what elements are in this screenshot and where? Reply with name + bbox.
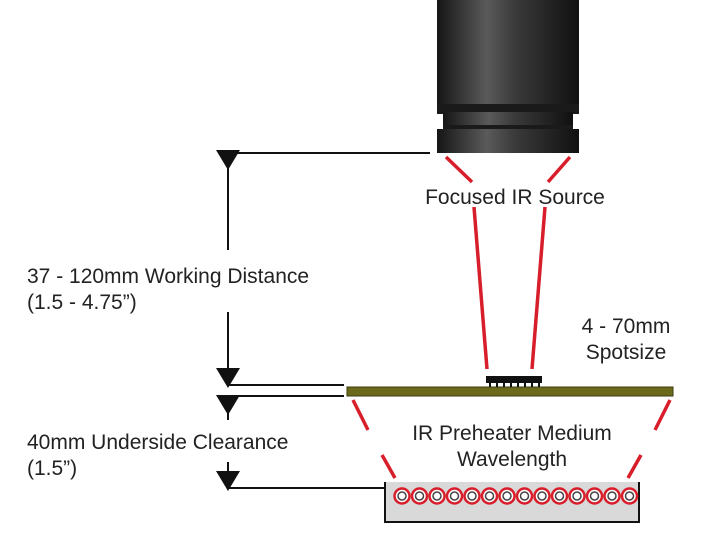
heater-coil — [410, 487, 429, 505]
heater-coil-core — [572, 491, 582, 501]
heater-coil — [550, 487, 569, 505]
heater-coil — [585, 487, 604, 505]
heater-coil-core — [449, 491, 460, 501]
clearance-dimension — [216, 395, 388, 491]
heater-coil-core — [537, 491, 547, 501]
heater-coil — [393, 487, 411, 505]
chip-component-icon — [486, 376, 542, 387]
heater-coil — [463, 487, 481, 505]
heater-coil — [603, 487, 621, 505]
heater-coil — [515, 487, 534, 505]
heater-coil-core — [519, 491, 530, 501]
spotsize-label: Spotsize — [586, 341, 667, 364]
working-distance-inches: (1.5 - 4.75”) — [27, 291, 137, 314]
preheater-beam — [351, 399, 672, 479]
heater-coil-core — [502, 491, 512, 501]
heater-coil-core — [589, 491, 600, 501]
working-distance-label: 37 - 120mm Working Distance — [27, 265, 309, 288]
ir-source-icon — [437, 0, 579, 153]
heater-coil — [533, 487, 551, 505]
heater-coil — [498, 487, 516, 505]
heater-element-row-icon — [393, 487, 639, 505]
heater-coil-core — [432, 491, 442, 501]
heater-coil-core — [554, 491, 565, 501]
heater-coil-core — [467, 491, 477, 501]
heater-coil-core — [397, 491, 407, 501]
focused-beam — [444, 155, 572, 370]
heater-coil — [480, 487, 499, 505]
clearance-label: 40mm Underside Clearance — [27, 431, 288, 454]
circuit-board — [346, 386, 674, 397]
heater-coil-core — [624, 491, 635, 501]
heater-coil — [620, 487, 639, 505]
spotsize-range: 4 - 70mm — [582, 315, 671, 338]
preheater-wavelength: Wavelength — [457, 448, 567, 471]
heater-coil-core — [414, 491, 425, 501]
heater-coil — [568, 487, 586, 505]
heater-coil-core — [607, 491, 617, 501]
focused-source-label: Focused IR Source — [425, 186, 605, 209]
preheater-label: IR Preheater Medium — [412, 422, 612, 445]
heater-coil — [428, 487, 446, 505]
working-distance-dimension — [216, 150, 430, 388]
heater-coil — [445, 487, 464, 505]
clearance-inches: (1.5”) — [27, 457, 77, 480]
heater-coil-core — [484, 491, 495, 501]
